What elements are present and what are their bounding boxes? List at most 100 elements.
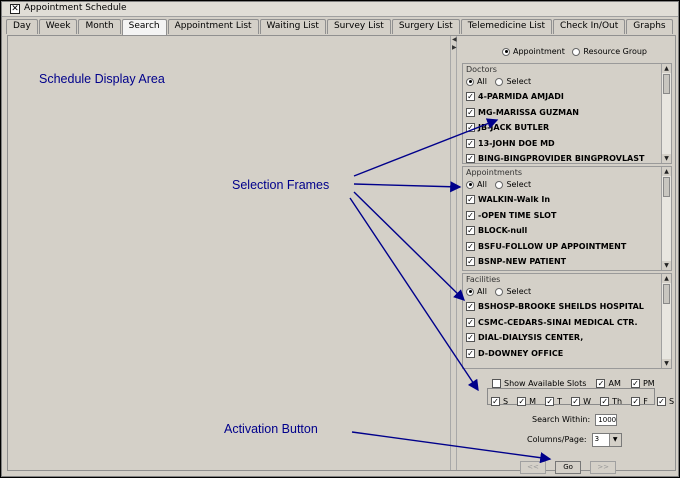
title-bar: ✕ Appointment Schedule <box>2 2 678 17</box>
facilities-frame: Facilities All Select ✓BSHOSP-BROOKE SHE… <box>462 273 672 369</box>
navigation-buttons: << Go >> <box>520 454 620 474</box>
frame-title: Doctors <box>466 65 497 74</box>
doctors-all-radio[interactable] <box>466 77 474 86</box>
arrow-to-facilities-frame <box>353 191 465 301</box>
list-item[interactable]: ✓13-JOHN DOE MD <box>466 138 555 148</box>
search-panel: Schedule Display Area Selection Frames A… <box>7 35 676 474</box>
previous-button[interactable]: << <box>520 461 546 474</box>
day-tuesday[interactable]: ✓T <box>545 397 563 406</box>
day-wednesday[interactable]: ✓W <box>571 397 592 406</box>
list-item[interactable]: ✓WALKIN-Walk In <box>466 195 551 204</box>
appointment-radio[interactable] <box>502 47 510 56</box>
search-within-input[interactable]: 1000 <box>595 413 618 426</box>
schedule-display-area: Schedule Display Area Selection Frames A… <box>8 36 448 470</box>
tab-telemedicine-list[interactable]: Telemedicine List <box>460 19 553 34</box>
list-item[interactable]: ✓BSHOSP-BROOKE SHEILDS HOSPITAL <box>466 302 644 311</box>
arrow-to-doctors-frame <box>353 118 499 177</box>
search-within-row: Search Within: 1000 <box>532 409 618 428</box>
scroll-up-icon[interactable]: ▲ <box>662 274 671 283</box>
doctors-scrollbar[interactable]: ▲ ▼ <box>661 64 671 163</box>
tab-graphs[interactable]: Graphs <box>626 19 673 34</box>
tab-appointment-list[interactable]: Appointment List <box>167 19 259 34</box>
next-button[interactable]: >> <box>590 461 617 474</box>
facilities-scrollbar[interactable]: ▲ ▼ <box>661 274 671 368</box>
columns-per-page-label: Columns/Page: <box>527 435 587 444</box>
list-item[interactable]: ✓-OPEN TIME SLOT <box>466 210 557 220</box>
scroll-thumb[interactable] <box>663 177 670 197</box>
list-item[interactable]: ✓MG-MARISSA GUZMAN <box>466 107 579 117</box>
go-button[interactable]: Go <box>555 461 582 474</box>
list-item[interactable]: ✓JB-JACK BUTLER <box>466 123 550 132</box>
resource-group-radio[interactable] <box>572 47 581 56</box>
split-pane-divider[interactable]: ◀ ▶ <box>450 36 457 470</box>
appointments-frame: Appointments All Select ✓WALKIN-Walk In … <box>462 166 672 271</box>
list-item[interactable]: ✓DIAL-DIALYSIS CENTER, <box>466 333 584 342</box>
window-title: Appointment Schedule <box>24 3 127 13</box>
collapse-right-icon[interactable]: ▶ <box>452 44 457 51</box>
arrow-to-appointments-frame <box>353 181 462 193</box>
annotation-selection-frames: Selection Frames <box>232 178 330 192</box>
show-available-slots-checkbox[interactable] <box>492 379 501 388</box>
tab-month[interactable]: Month <box>78 19 121 34</box>
list-item[interactable]: ✓BING-BINGPROVIDER BINGPROVLAST <box>466 154 645 163</box>
frame-title: Appointments <box>466 168 523 177</box>
annotation-activation-button: Activation Button <box>224 422 318 436</box>
tab-week[interactable]: Week <box>38 19 78 34</box>
doctors-frame: Doctors All Select ✓4-PARMIDA AMJADI ✓MG… <box>462 63 672 164</box>
appointments-list: ✓WALKIN-Walk In ✓-OPEN TIME SLOT ✓BLOCK-… <box>466 195 660 270</box>
tab-search[interactable]: Search <box>121 19 167 35</box>
appointments-filter-radios: All Select <box>466 180 531 189</box>
show-available-slots-label: Show Available Slots <box>504 379 587 388</box>
scroll-thumb[interactable] <box>663 74 670 94</box>
day-sunday[interactable]: ✓S <box>491 397 509 406</box>
scroll-down-icon[interactable]: ▼ <box>662 154 671 163</box>
appointments-all-radio[interactable] <box>466 180 474 189</box>
doctors-select-radio[interactable] <box>495 77 504 86</box>
scroll-up-icon[interactable]: ▲ <box>662 167 671 176</box>
tab-day[interactable]: Day <box>6 19 38 34</box>
appointments-select-radio[interactable] <box>495 180 504 189</box>
tab-bar: Day Week Month Search Appointment List W… <box>6 19 674 35</box>
columns-per-page-select[interactable]: 3 ▼ <box>591 432 622 447</box>
available-slots-options: Show Available Slots ✓AM ✓PM <box>492 373 655 392</box>
tab-surgery-list[interactable]: Surgery List <box>391 19 460 34</box>
facilities-list: ✓BSHOSP-BROOKE SHEILDS HOSPITAL ✓CSMC-CE… <box>466 302 660 364</box>
list-item[interactable]: ✓D-DOWNEY OFFICE <box>466 348 564 358</box>
frame-title: Facilities <box>466 275 501 284</box>
day-friday[interactable]: ✓F <box>631 397 648 406</box>
mode-resource-group-option[interactable]: Resource Group <box>572 47 647 56</box>
day-saturday[interactable]: ✓S <box>656 397 675 406</box>
weekday-selector: ✓S ✓M ✓T ✓W ✓Th ✓F ✓S <box>487 388 674 406</box>
tab-waiting-list[interactable]: Waiting List <box>259 19 326 34</box>
scroll-down-icon[interactable]: ▼ <box>662 261 671 270</box>
scroll-up-icon[interactable]: ▲ <box>662 64 671 73</box>
search-mode-selector: Appointment Resource Group <box>502 47 647 56</box>
tab-survey-list[interactable]: Survey List <box>326 19 391 34</box>
day-thursday[interactable]: ✓Th <box>600 397 623 406</box>
tab-check-in-out[interactable]: Check In/Out <box>553 19 626 34</box>
columns-per-page-value: 3 <box>594 434 600 443</box>
list-item[interactable]: ✓BSFU-FOLLOW UP APPOINTMENT <box>466 241 627 251</box>
list-item[interactable]: ✓BSNP-NEW PATIENT <box>466 257 567 266</box>
facilities-select-radio[interactable] <box>495 287 504 296</box>
list-item[interactable]: ✓BLOCK-null <box>466 226 528 235</box>
doctors-list: ✓4-PARMIDA AMJADI ✓MG-MARISSA GUZMAN ✓JB… <box>466 92 660 163</box>
list-item[interactable]: ✓4-PARMIDA AMJADI <box>466 92 564 101</box>
scroll-down-icon[interactable]: ▼ <box>662 359 671 368</box>
pm-checkbox[interactable]: ✓ <box>630 379 640 388</box>
day-monday[interactable]: ✓M <box>517 397 537 406</box>
close-icon[interactable]: ✕ <box>10 4 20 14</box>
chevron-down-icon[interactable]: ▼ <box>608 433 621 446</box>
appointments-scrollbar[interactable]: ▲ ▼ <box>661 167 671 270</box>
columns-per-page-row: Columns/Page: 3 ▼ <box>527 429 622 448</box>
arrow-to-go-button <box>351 431 552 464</box>
doctors-filter-radios: All Select <box>466 77 531 86</box>
collapse-left-icon[interactable]: ◀ <box>452 36 457 43</box>
scroll-thumb[interactable] <box>663 284 670 304</box>
mode-appointment-option[interactable]: Appointment <box>502 47 565 56</box>
facilities-all-radio[interactable] <box>466 287 474 296</box>
list-item[interactable]: ✓CSMC-CEDARS-SINAI MEDICAL CTR. <box>466 317 638 327</box>
am-checkbox[interactable]: ✓ <box>596 379 606 388</box>
